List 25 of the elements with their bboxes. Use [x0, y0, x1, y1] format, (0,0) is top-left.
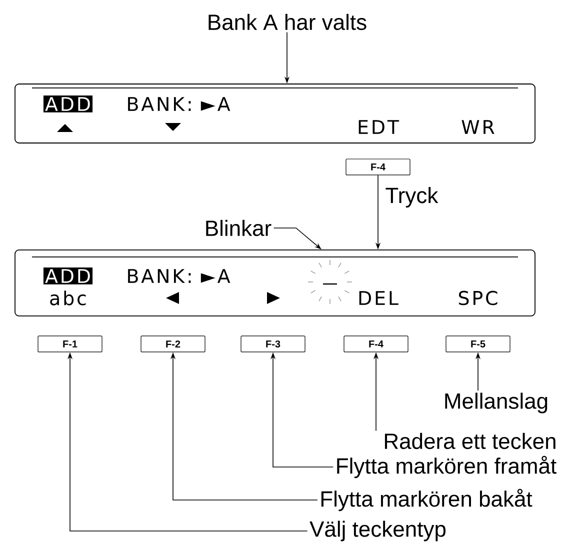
- caption-text: Bank A har valts: [208, 14, 366, 30]
- display-text: EDT: [358, 120, 400, 134]
- callout-text: Flytta markören framåt: [337, 456, 556, 478]
- display-text: abc: [50, 290, 86, 306]
- callout-text: Radera ett tecken: [384, 432, 556, 450]
- display-text: BANK: ►A: [128, 269, 230, 283]
- lcd-display: [14, 250, 536, 316]
- highlighted-text: ADD: [43, 96, 93, 112]
- display-text: SPC: [458, 290, 498, 306]
- callout-text: Välj teckentyp: [310, 520, 446, 542]
- display-text: BANK: ►A: [128, 97, 230, 111]
- display-text: WR: [462, 120, 494, 134]
- callout-text: Mellanslag: [445, 392, 548, 414]
- key-button: F-4: [344, 336, 408, 352]
- key-button: F-3: [240, 336, 306, 352]
- key-button: F-2: [140, 336, 206, 352]
- display-text: DEL: [359, 291, 398, 305]
- key-button: F-1: [38, 336, 102, 352]
- key-button: F-4: [346, 158, 410, 176]
- callout-text: Flytta markören bakåt: [321, 488, 532, 512]
- key-button: F-5: [446, 336, 510, 352]
- callout-text: Blinkar: [206, 220, 272, 236]
- lcd-display: [14, 84, 536, 144]
- highlighted-text: ADD: [43, 268, 93, 284]
- edge-label: Tryck: [384, 186, 440, 209]
